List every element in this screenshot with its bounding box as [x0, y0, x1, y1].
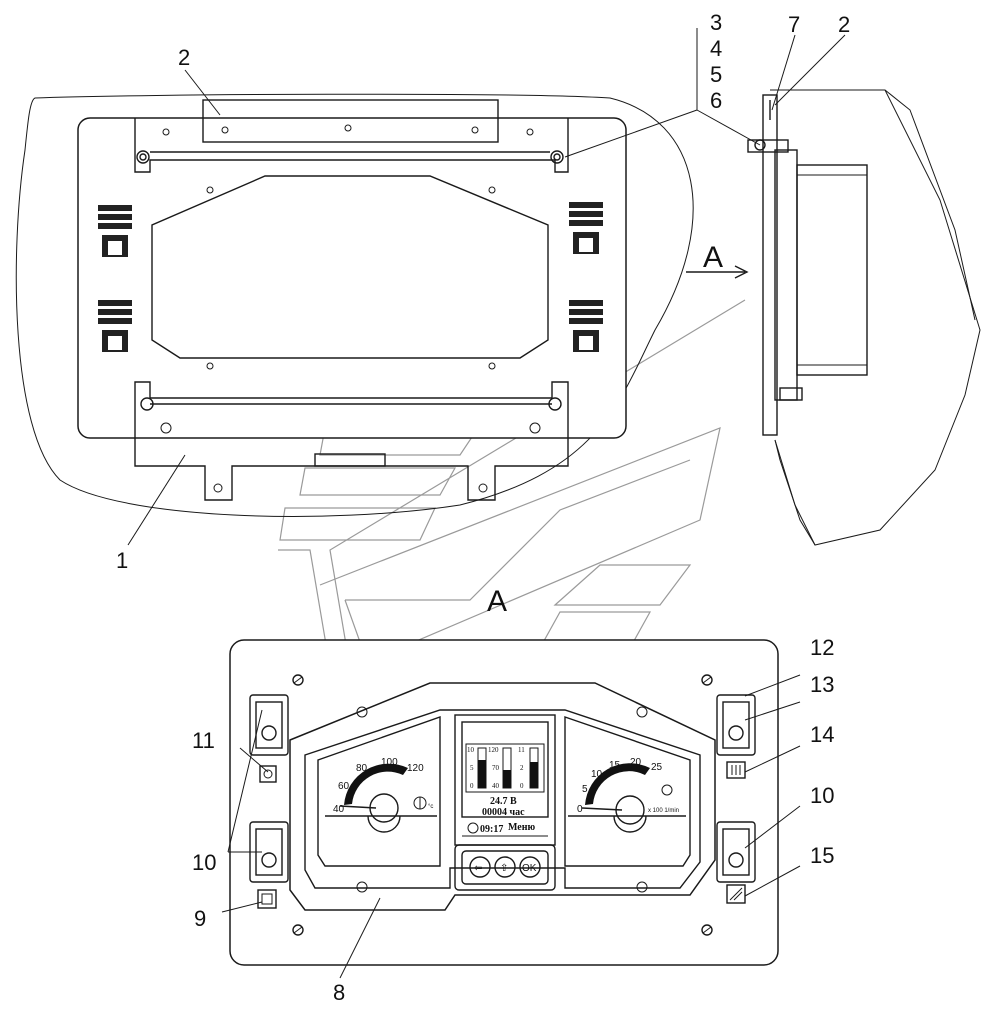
- callout-15: 15: [810, 843, 834, 868]
- bar3-tick-mid: 2: [520, 764, 524, 772]
- side-view: [747, 89, 981, 546]
- bar1-tick-bottom: 0: [470, 782, 474, 790]
- callout-14: 14: [810, 722, 834, 747]
- symbol-14-icon: [726, 761, 746, 779]
- cabin-contour: [15, 93, 694, 517]
- callout-1: 1: [116, 548, 128, 573]
- instrument-panel-assembly: 40 60 80 100 120 °c 0 5 10 15 20 25 x: [229, 639, 779, 966]
- leader-lines: [127, 28, 846, 979]
- back-button[interactable]: ⇦: [469, 856, 491, 878]
- callout-8: 8: [333, 980, 345, 1005]
- view-label: A: [487, 585, 507, 618]
- callout-3: 3: [710, 10, 722, 35]
- tach-unit: x 100 1/min: [648, 808, 679, 814]
- speed-tick-60: 60: [338, 781, 350, 792]
- speed-tick-100: 100: [381, 757, 398, 768]
- callout-11: 11: [192, 728, 215, 753]
- up-button-label: ⇧: [500, 863, 508, 874]
- callout-10-right: 10: [810, 783, 834, 808]
- ok-button-label: OK: [522, 863, 537, 874]
- bar3-tick-bottom: 0: [520, 782, 524, 790]
- tach-tick-5: 5: [582, 784, 588, 795]
- tach-tick-0: 0: [577, 804, 583, 815]
- speed-tick-80: 80: [356, 763, 368, 774]
- tach-tick-20: 20: [630, 757, 642, 768]
- tach-warning-icon: [661, 784, 673, 796]
- plate-screws: [292, 674, 713, 936]
- callout-6: 6: [710, 88, 722, 113]
- svg-text:°c: °c: [428, 804, 433, 810]
- up-button[interactable]: ⇧: [494, 856, 516, 878]
- connector-blocks: [98, 202, 603, 352]
- callout-9: 9: [194, 906, 206, 931]
- central-display: 10 5 0 120 70 40 11 2 0 24.7 B 00004 час: [454, 714, 556, 846]
- bar2-tick-top: 120: [488, 746, 499, 754]
- switch-bottom-right[interactable]: [716, 821, 756, 883]
- symbol-11-icon: [259, 765, 277, 783]
- cluster-housing: [289, 682, 716, 911]
- callout-12: 12: [810, 635, 834, 660]
- menu-label: Меню: [508, 822, 536, 833]
- callout-10-left: 10: [192, 850, 216, 875]
- callout-5: 5: [710, 62, 722, 87]
- callouts: 2 3 4 5 6 7 2 1 12 13 14 10 15 11 10 9 8: [116, 10, 850, 1005]
- callout-2-top: 2: [178, 45, 190, 70]
- engine-temp-icon: °c: [413, 796, 433, 810]
- view-arrow-a: A: [686, 241, 749, 279]
- bar3-tick-top: 11: [518, 746, 525, 754]
- bar-gauge-2: 120 70 40: [488, 746, 512, 790]
- arrow-label: A: [703, 241, 723, 274]
- frame-1: [77, 117, 627, 439]
- callout-2-side: 2: [838, 12, 850, 37]
- clock-readout: 09:17: [480, 824, 503, 835]
- switch-top-left[interactable]: [249, 694, 289, 756]
- symbol-15-icon: [726, 884, 746, 904]
- top-view-mounting-plate: [15, 93, 694, 517]
- tach-tick-10: 10: [591, 769, 603, 780]
- callout-7: 7: [788, 12, 800, 37]
- bar-gauge-1: 10 5 0: [467, 746, 487, 790]
- ok-button[interactable]: OK: [519, 856, 541, 878]
- tach-tick-25: 25: [651, 762, 663, 773]
- speedometer: 40 60 80 100 120 °c: [317, 716, 441, 867]
- bar2-tick-mid: 70: [492, 764, 500, 772]
- engine-hours-readout: 00004 час: [482, 807, 525, 818]
- callout-13: 13: [810, 672, 834, 697]
- switch-top-right[interactable]: [716, 694, 756, 756]
- speed-tick-120: 120: [407, 763, 424, 774]
- symbol-9-icon: [257, 889, 277, 909]
- bar2-tick-bottom: 40: [492, 782, 500, 790]
- tach-tick-15: 15: [609, 760, 621, 771]
- speed-tick-40: 40: [333, 804, 345, 815]
- bar1-tick-top: 10: [467, 746, 475, 754]
- tachometer: 0 5 10 15 20 25 x 100 1/min: [564, 716, 691, 867]
- voltage-readout: 24.7 B: [490, 796, 517, 807]
- back-button-label: ⇦: [474, 863, 482, 874]
- callout-4: 4: [710, 36, 722, 61]
- bar-gauge-3: 11 2 0: [518, 746, 539, 790]
- button-pad: ⇦ ⇧ OK: [454, 844, 556, 891]
- clock-icon: [467, 822, 479, 834]
- bar1-tick-mid: 5: [470, 764, 474, 772]
